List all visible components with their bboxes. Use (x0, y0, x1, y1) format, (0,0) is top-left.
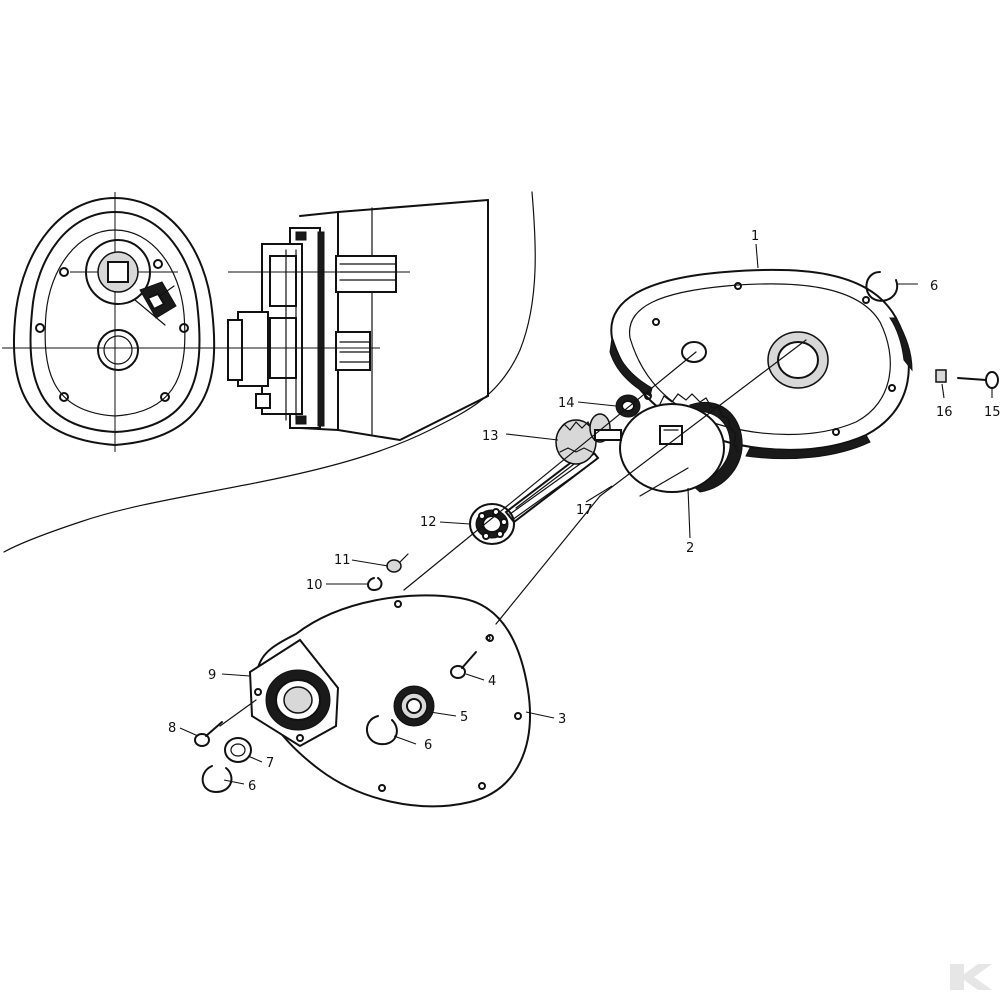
part-16-fitting (935, 369, 947, 383)
part-6-circlip-c (201, 765, 233, 793)
section-break-line (3, 191, 536, 553)
part-11-nut (386, 553, 409, 573)
part-1-rear-housing (609, 268, 913, 460)
callout-15: 15 (984, 405, 1000, 420)
callout-14: 14 (558, 396, 575, 411)
callout-16: 16 (936, 405, 953, 420)
part-14-small-bearing (615, 394, 641, 418)
callout-5: 5 (460, 710, 468, 725)
callout-2: 2 (686, 541, 694, 556)
part-9-bearing-flange (248, 638, 340, 748)
callout-8: 8 (168, 721, 176, 736)
part-5-seal (393, 685, 435, 727)
part-2-gear-wheel (619, 393, 743, 493)
part-12-bearing (469, 503, 515, 545)
part-10-ring (367, 577, 383, 591)
callout-11: 11 (334, 553, 351, 568)
part-13-splined-shaft (504, 413, 622, 524)
callout-7: 7 (266, 756, 274, 771)
part-7-washer (224, 737, 252, 763)
brand-mark-icon (950, 964, 992, 990)
callout-leader-lines (179, 243, 993, 785)
assembled-front-view (2, 192, 230, 452)
callout-6c: 6 (248, 779, 256, 794)
callout-13: 13 (482, 429, 499, 444)
callout-9: 9 (208, 668, 216, 683)
callout-12: 12 (420, 515, 437, 530)
callout-6a: 6 (930, 279, 938, 294)
part-6-circlip-a (865, 271, 899, 302)
callout-1: 1 (751, 229, 759, 244)
assembled-side-section-view (216, 199, 489, 441)
callout-4: 4 (488, 674, 496, 689)
callout-labels: 1 2 3 4 5 6 6 6 7 8 9 10 11 12 13 14 15 … (168, 229, 1000, 794)
callout-17: 17 (576, 503, 593, 518)
part-6-circlip-b (366, 715, 398, 746)
callout-3: 3 (558, 712, 566, 727)
assembly-guide-lines (219, 339, 807, 727)
part-15-screw (957, 371, 999, 389)
part-8-bolt (194, 721, 223, 747)
callout-6b: 6 (424, 738, 432, 753)
part-4-bolt (450, 635, 491, 679)
callout-10: 10 (306, 578, 323, 593)
